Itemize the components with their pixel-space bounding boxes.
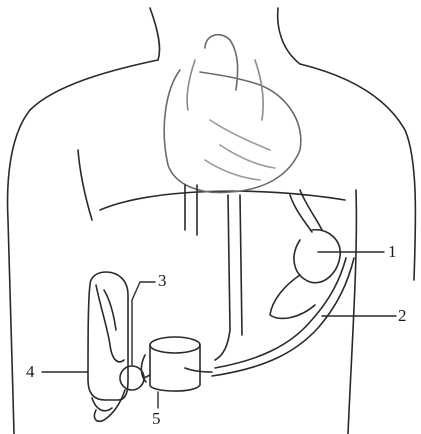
- cylinder-device: [141, 337, 200, 391]
- abdominal-device: [185, 190, 354, 376]
- label-5: 5: [152, 410, 161, 427]
- neck-left: [150, 8, 160, 60]
- label-2: 2: [398, 307, 407, 324]
- pump-tube-outer: [215, 258, 346, 368]
- cylinder-body: [150, 345, 200, 391]
- heart-vessel-right: [255, 60, 263, 120]
- vessel-3: [228, 195, 230, 330]
- great-vessels: [185, 185, 242, 360]
- bulb-tube-down: [94, 390, 125, 421]
- heart: [164, 35, 301, 193]
- bulb: [120, 366, 144, 390]
- label-3: 3: [158, 272, 167, 289]
- label-1: 1: [388, 243, 397, 260]
- heart-vessel-left: [187, 60, 195, 110]
- handheld-case: [88, 272, 128, 411]
- aorta-arch: [205, 35, 238, 90]
- leader-3: [132, 282, 155, 366]
- cannula-from-heart: [290, 195, 312, 232]
- label-4: 4: [26, 363, 35, 380]
- heart-inner-1: [210, 120, 270, 150]
- vessel-4: [240, 195, 242, 335]
- right-shoulder: [300, 64, 415, 280]
- left-armpit: [78, 150, 92, 220]
- bulb-connector: [144, 375, 150, 378]
- heart-inner-3: [205, 160, 260, 180]
- stomach: [294, 230, 340, 283]
- pump-tube-inner: [212, 258, 354, 376]
- cylinder-top: [150, 337, 200, 353]
- torso-outline: [8, 8, 416, 434]
- tube-to-bulb: [185, 368, 212, 372]
- neck-right: [278, 8, 300, 64]
- vessel-5: [215, 330, 230, 360]
- case-handle-outer: [96, 285, 124, 362]
- right-flank: [348, 190, 356, 434]
